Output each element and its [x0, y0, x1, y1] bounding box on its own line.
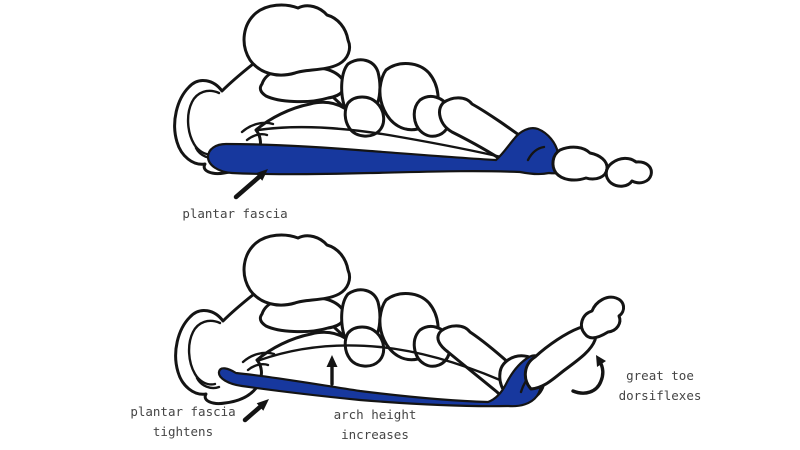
arrow-shaft [242, 404, 263, 423]
caption-line: tightens [152, 424, 214, 439]
caption-line: arch height [333, 407, 417, 422]
arrow-to-plantar-fascia [233, 169, 268, 200]
sesamoid-detail-line [526, 145, 546, 162]
bottom-foot-illustration [174, 233, 625, 408]
caption-great-toe-dorsiflexes: great toe dorsiflexes [585, 366, 735, 406]
arrow-toe-dorsiflexion [571, 355, 606, 395]
calcaneus-inner-contour [186, 89, 221, 156]
distal-phalanx-bone [580, 295, 625, 340]
proximal-phalanx-bone [551, 145, 609, 182]
arrow-arch-height [326, 355, 338, 386]
cuboid-bone [343, 95, 386, 138]
arrow-head [256, 399, 269, 411]
distal-phalanx-bone [604, 156, 653, 188]
calcaneus-inner-contour [187, 319, 222, 386]
sustentaculum-arc-small [246, 363, 270, 372]
sustentaculum-arc-small [245, 133, 269, 142]
arch-underside-line [256, 125, 512, 161]
arrow-shaft [233, 174, 262, 200]
top-foot-illustration [173, 3, 653, 188]
arrow-head [596, 355, 606, 367]
arrow-head [255, 169, 268, 181]
talus-upper-bone [242, 233, 352, 307]
sustentaculum-arc [241, 351, 276, 364]
calcaneus-lower-arc [195, 376, 221, 390]
arch-underside-line [258, 344, 502, 382]
caption-line: plantar fascia [130, 404, 236, 419]
caption-line: plantar fascia [182, 206, 288, 221]
talus-upper-bone [242, 3, 352, 77]
caption-plantar-fascia: plantar fascia [160, 204, 310, 224]
arrow-shaft [571, 360, 605, 395]
caption-arch-height-increases: arch height increases [300, 405, 450, 445]
caption-line: great toe [626, 368, 694, 383]
caption-line: increases [341, 427, 409, 442]
caption-line: dorsiflexes [618, 388, 702, 403]
arrow-head [326, 355, 338, 367]
sustentaculum-arc [240, 121, 275, 134]
arrow-to-fascia-tightens [242, 399, 269, 423]
caption-plantar-fascia-tightens: plantar fascia tightens [108, 402, 258, 442]
